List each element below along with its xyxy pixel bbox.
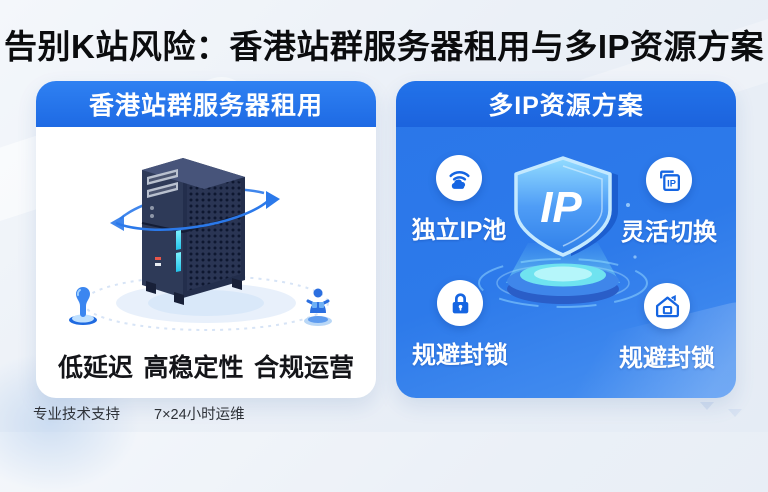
person-icon (298, 283, 338, 332)
feature-label: 规避封锁 (412, 342, 508, 369)
hk-server-panel-header: 香港站群服务器租用 (36, 81, 376, 127)
triangle-decoration (700, 402, 714, 410)
page-title: 告别K站风险：香港站群服务器租用与多IP资源方案 (3, 28, 764, 65)
ip-badge-text: IP (540, 183, 582, 232)
feature-circle (436, 155, 482, 201)
hk-server-panel: 香港站群服务器租用 (36, 81, 376, 398)
left-feature-row: 低延迟 高稳定性 合规运营 (36, 348, 376, 384)
footer-support-text: 专业技术支持 (33, 407, 120, 423)
server-illustration (56, 131, 356, 336)
ip-frame-icon: IP (659, 170, 680, 191)
feature-label: 独立IP池 (411, 217, 507, 244)
feature-compliant-operation: 合规运营 (253, 354, 354, 382)
lock-icon (452, 292, 468, 313)
footer-ops-text: 7×24小时运维 (154, 407, 245, 423)
feature-avoid-blocking-lock: 规避封锁 (401, 280, 519, 370)
multi-ip-panel-header: 多IP资源方案 (396, 81, 736, 127)
multi-ip-panel: 多IP资源方案 (396, 81, 736, 398)
feature-flexible-switching: IP 灵活切换 (610, 157, 728, 247)
feature-label: 规避封锁 (619, 345, 715, 372)
pin-icon (64, 281, 102, 332)
footer: 专业技术支持 7×24小时运维 (33, 403, 245, 424)
svg-text:IP: IP (667, 178, 676, 188)
feature-independent-ip-pool: 独立IP池 (400, 155, 518, 245)
feature-label: 灵活切换 (621, 219, 717, 246)
feature-avoid-blocking-house: 规避封锁 (608, 283, 726, 373)
feature-circle: IP (646, 157, 692, 203)
feature-circle (644, 283, 690, 329)
feature-low-latency: 低延迟 (58, 354, 134, 382)
server-tower-icon (83, 158, 329, 331)
feature-circle (437, 280, 483, 326)
house-icon (655, 294, 679, 317)
triangle-decoration (728, 409, 742, 417)
wifi-cloud-icon (448, 170, 470, 189)
feature-high-stability: 高稳定性 (143, 354, 244, 382)
